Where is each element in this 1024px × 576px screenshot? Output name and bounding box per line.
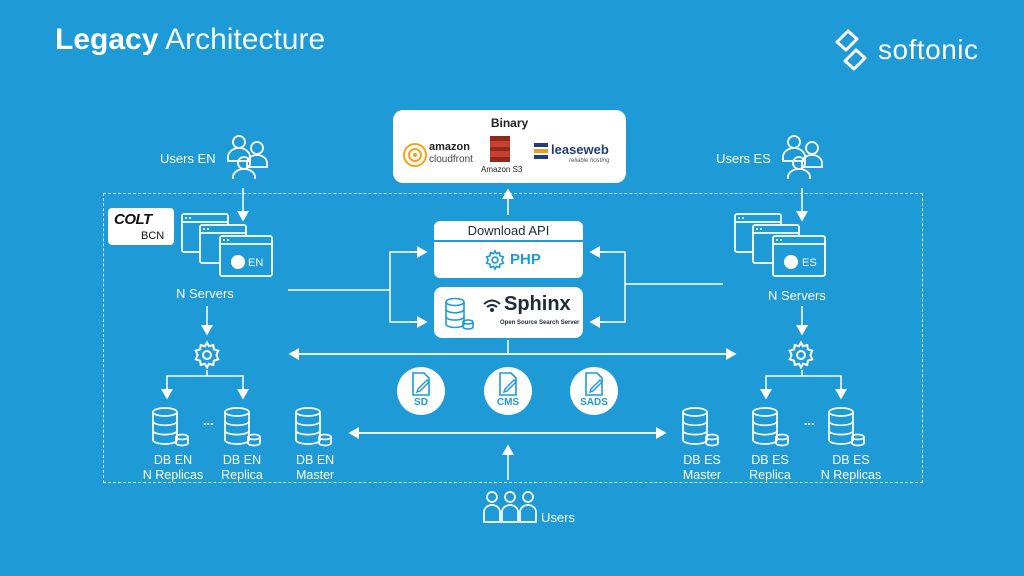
- db-en-master-label: DB EN Master: [296, 453, 335, 482]
- sphinx-signal-icon: [483, 299, 501, 312]
- sphinx-tagline: Open Source Search Server: [500, 320, 580, 326]
- ellipsis: ...: [804, 414, 815, 428]
- db-en-replica-label: DB EN Replica: [221, 453, 263, 482]
- sphinx-wordmark: Sphinx: [504, 293, 571, 315]
- es-badge: ES: [802, 257, 817, 269]
- db-en-n-replicas-label: DB EN N Replicas: [142, 453, 204, 482]
- gear-icon: [788, 340, 814, 370]
- binary-storage-card: Binary amazon cloudfront Amazon S3 lease…: [393, 110, 626, 183]
- amazon-wordmark: amazon: [429, 141, 470, 153]
- php-box: PHP: [434, 242, 583, 278]
- users-label: Users: [541, 510, 575, 525]
- app-label: CMS: [496, 397, 520, 408]
- colt-bcn-badge: COLT BCN: [108, 208, 174, 245]
- users-en-label: Users EN: [160, 151, 216, 166]
- sphinx-box: Sphinx Open Source Search Server: [434, 287, 583, 338]
- database-icon: [224, 407, 261, 447]
- download-api-title: Download API: [434, 221, 583, 240]
- cloudfront-icon: [403, 143, 427, 167]
- app-sd: SD: [397, 367, 445, 415]
- document-edit-icon: [585, 372, 603, 396]
- s3-bucket-icon: [490, 136, 510, 162]
- app-label: SADS: [580, 397, 608, 408]
- database-icon: [152, 407, 189, 447]
- database-icon: [295, 407, 332, 447]
- leaseweb-logo: leaseweb reliable hosting: [533, 138, 623, 178]
- gear-icon: [194, 340, 220, 370]
- app-label: SD: [414, 397, 428, 408]
- en-servers-icon: [181, 213, 273, 277]
- app-sads: SADS: [570, 367, 618, 415]
- document-edit-icon: [499, 372, 517, 396]
- brand-name: softonic: [878, 34, 979, 65]
- users-icon: [483, 491, 537, 523]
- users-es-label: Users ES: [716, 151, 771, 166]
- php-label: PHP: [510, 251, 541, 268]
- leaseweb-mark-icon: [534, 143, 548, 159]
- en-servers-label: N Servers: [176, 286, 234, 301]
- users-en-icon: [227, 135, 268, 179]
- document-edit-icon: [412, 372, 430, 396]
- leaseweb-wordmark: leaseweb: [551, 142, 609, 157]
- database-icon: [682, 407, 719, 447]
- amazon-s3-logo: Amazon S3: [481, 134, 531, 179]
- db-es-n-replicas-label: DB ES N Replicas: [820, 453, 882, 482]
- users-es-icon: [782, 135, 823, 179]
- en-badge: EN: [248, 257, 264, 269]
- cloudfront-wordmark: cloudfront: [429, 154, 473, 165]
- colt-logo: COLT: [114, 211, 152, 228]
- binary-title: Binary: [490, 116, 529, 130]
- db-es-replica-label: DB ES Replica: [749, 453, 791, 482]
- database-icon: [445, 297, 474, 330]
- brand-logo: softonic: [834, 26, 979, 74]
- gear-icon: [485, 249, 505, 271]
- database-icon: [828, 407, 865, 447]
- colt-site: BCN: [141, 230, 165, 242]
- page-title: Legacy Architecture: [55, 22, 325, 58]
- es-servers-label: N Servers: [768, 288, 826, 303]
- amazon-cloudfront-logo: amazon cloudfront: [403, 132, 483, 177]
- title-bold: Legacy: [55, 23, 159, 56]
- app-cms: CMS: [484, 367, 532, 415]
- leaseweb-tagline: reliable hosting: [569, 158, 610, 164]
- s3-label: Amazon S3: [481, 165, 523, 174]
- database-icon: [752, 407, 789, 447]
- ellipsis: ...: [203, 414, 214, 428]
- title-light: Architecture: [165, 23, 326, 56]
- es-servers-icon: [734, 213, 826, 277]
- db-es-master-label: DB ES Master: [682, 453, 722, 482]
- softonic-mark-icon: [835, 29, 867, 71]
